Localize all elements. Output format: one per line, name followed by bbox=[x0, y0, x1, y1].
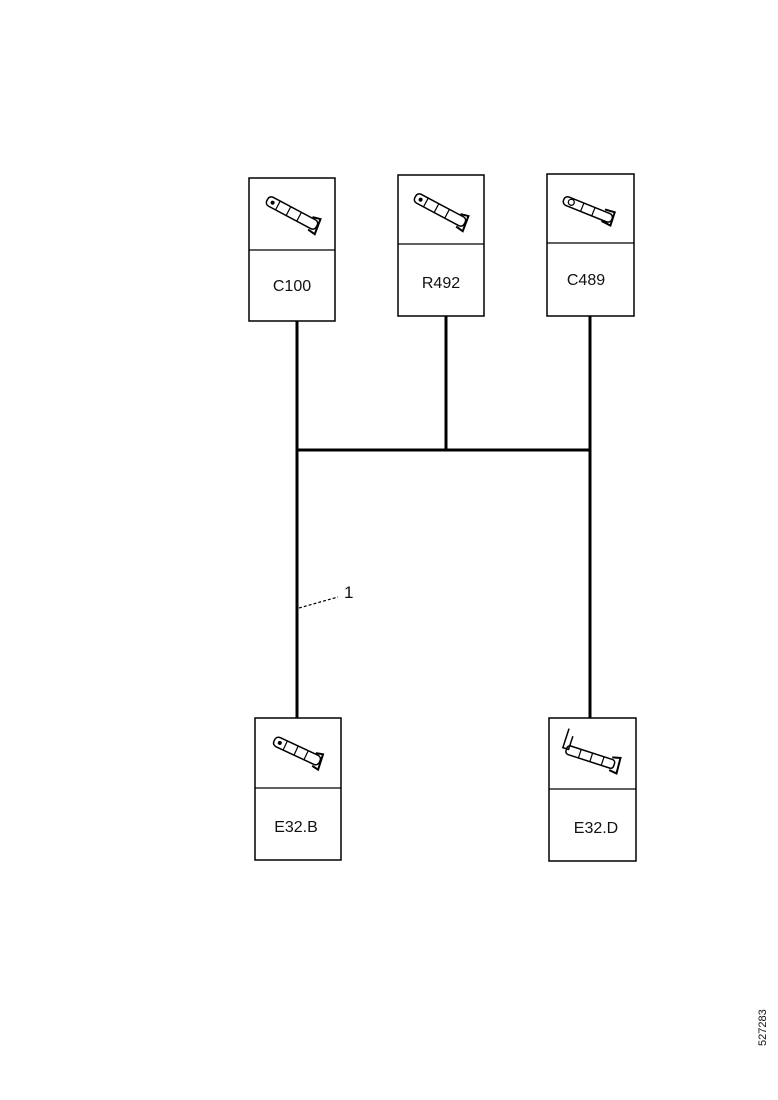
angled-terminal-icon bbox=[561, 728, 622, 775]
connector-label-e32b: E32.B bbox=[274, 819, 318, 836]
connector-r492: R492 bbox=[397, 174, 485, 317]
straight-terminal-icon bbox=[265, 196, 322, 236]
document-id: 527283 bbox=[757, 1009, 769, 1046]
connector-label-e32d: E32.D bbox=[574, 820, 618, 837]
straight-terminal-icon bbox=[413, 193, 470, 233]
connector-c489: C489 bbox=[546, 173, 635, 317]
connector-label-c489: C489 bbox=[567, 272, 605, 289]
wire-callout: 1 bbox=[298, 583, 353, 609]
straight-terminal-icon bbox=[562, 196, 616, 228]
connector-e32d: E32.D bbox=[548, 717, 637, 862]
connector-label-r492: R492 bbox=[422, 275, 460, 292]
connector-e32b: E32.B bbox=[254, 717, 342, 861]
wire-harness bbox=[295, 316, 592, 718]
connector-c100: C100 bbox=[248, 177, 336, 322]
callout-leader bbox=[298, 596, 339, 609]
callout-label: 1 bbox=[344, 583, 353, 602]
straight-terminal-icon bbox=[272, 736, 325, 772]
connector-label-c100: C100 bbox=[273, 278, 311, 295]
